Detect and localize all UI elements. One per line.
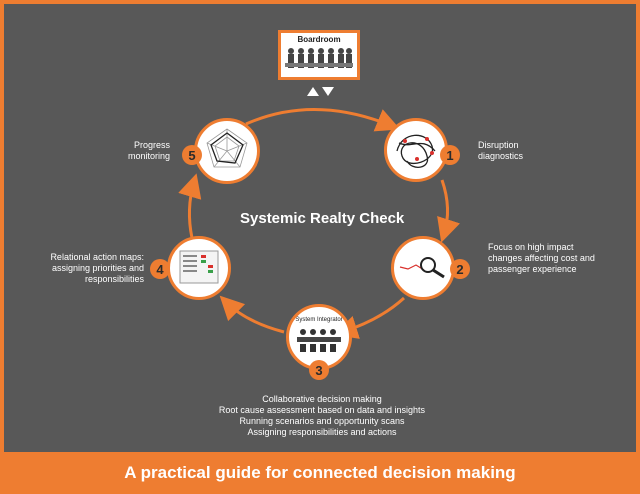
arc-3-to-4 <box>219 295 285 334</box>
meeting-table-icon: System Integrator <box>295 317 343 352</box>
arc-boardroom-to-1 <box>245 108 401 132</box>
step-2-badge: 2 <box>450 259 470 279</box>
boardroom-image: Boardroom <box>278 30 360 80</box>
arc-4-to-5 <box>178 173 202 239</box>
diagram-panel: Boardroom Systemic Realty Check <box>4 4 636 452</box>
step-4-label: Relational action maps:assigning priorit… <box>50 252 144 284</box>
magnifier-icon <box>399 257 445 279</box>
network-tangle-icon <box>396 134 436 168</box>
footer-caption: A practical guide for connected decision… <box>124 463 516 482</box>
diagram-title: Systemic Realty Check <box>240 210 405 227</box>
people-group-icon <box>285 48 353 68</box>
radar-chart-icon <box>206 128 248 168</box>
arc-2-to-3 <box>333 296 406 339</box>
system-integrator-label: System Integrator <box>295 317 342 323</box>
step-1-image <box>384 118 448 182</box>
step-1-badge: 1 <box>440 145 460 165</box>
up-triangle-icon <box>307 87 319 96</box>
down-triangle-icon <box>322 87 334 96</box>
step-5-badge: 5 <box>182 145 202 165</box>
step-4-image <box>167 236 231 300</box>
boardroom-label: Boardroom <box>297 35 341 44</box>
cycle-arcs <box>178 87 460 339</box>
step-5-image <box>194 118 260 184</box>
arc-1-to-2 <box>437 179 460 243</box>
step-3-badge: 3 <box>309 360 329 380</box>
action-map-icon <box>179 250 219 284</box>
step-4-badge: 4 <box>150 259 170 279</box>
step-2-image <box>391 236 455 300</box>
